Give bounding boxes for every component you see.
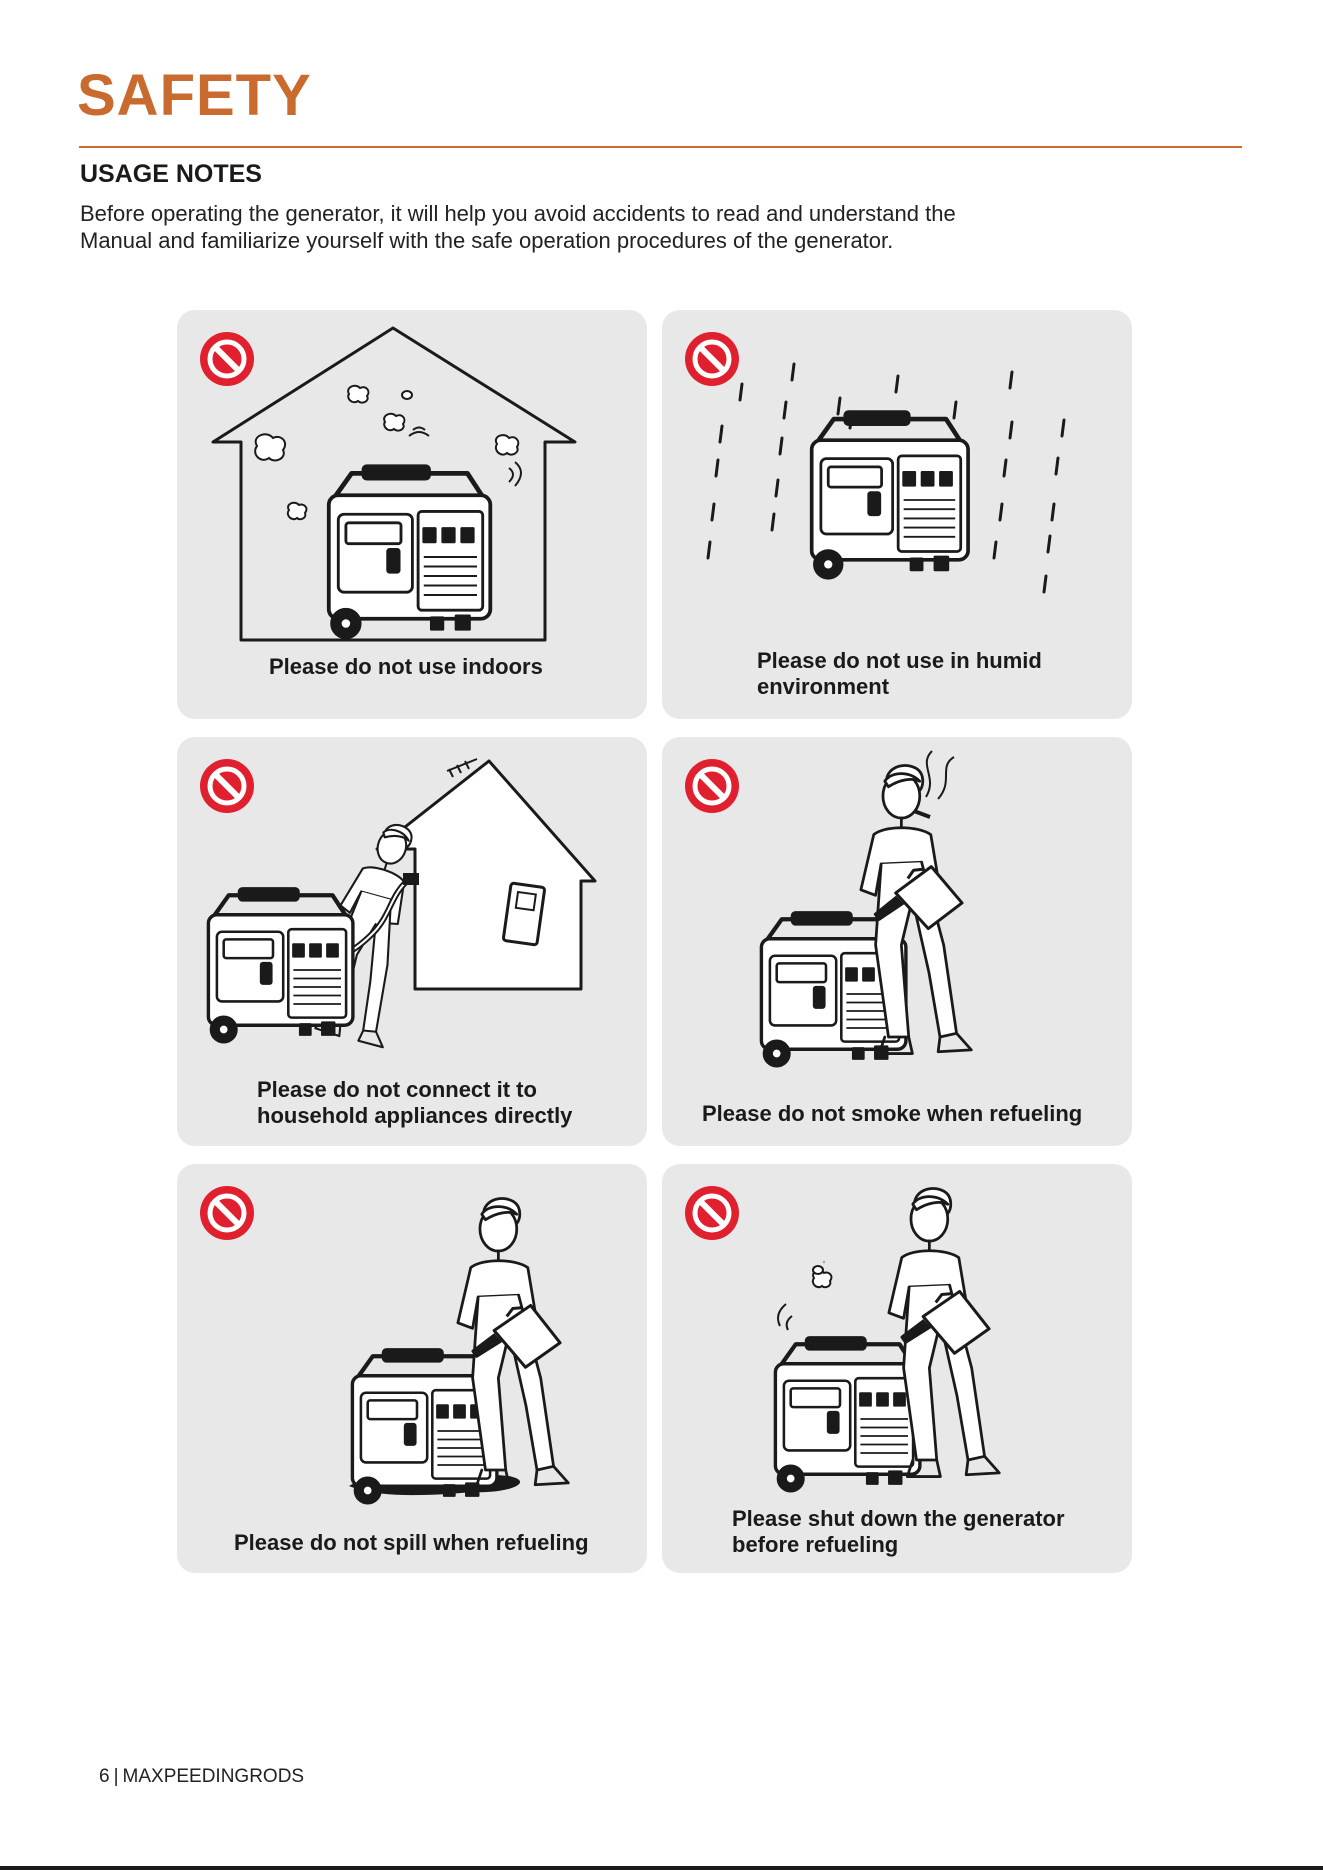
safety-card-household: Please do not connect it to household ap… xyxy=(177,737,647,1146)
page-title: SAFETY xyxy=(77,63,312,128)
footer-brand: MAXPEEDINGRODS xyxy=(122,1766,305,1787)
card-caption: Please do not use in humid environment xyxy=(757,648,1042,700)
card-caption: Please shut down the generator before re… xyxy=(732,1506,1065,1558)
smoking-refuel-illustration xyxy=(662,750,973,1146)
section-heading: USAGE NOTES xyxy=(80,160,262,188)
card-caption: Please do not connect it to household ap… xyxy=(257,1077,572,1129)
footer-separator: | xyxy=(113,1766,119,1787)
caption-line-2: environment xyxy=(757,674,890,699)
spill-refuel-illustration xyxy=(349,1197,570,1573)
page-footer: 6|MAXPEEDINGRODS xyxy=(99,1766,304,1788)
indoor-generator-illustration xyxy=(211,326,577,642)
rain-generator-illustration xyxy=(706,362,1066,594)
caption-line-2: household appliances directly xyxy=(257,1103,573,1128)
caption-line-1: Please do not connect it to xyxy=(257,1077,537,1102)
caption-line-2: before refueling xyxy=(732,1532,899,1557)
bottom-border xyxy=(0,1866,1323,1870)
card-caption: Please do not smoke when refueling xyxy=(702,1101,1082,1127)
title-divider xyxy=(79,146,1242,148)
caption-line-1: Please do not use indoors xyxy=(269,654,543,679)
intro-text: Before operating the generator, it will … xyxy=(80,200,1200,254)
intro-line-2: Manual and familiarize yourself with the… xyxy=(80,228,894,253)
caption-line-1: Please shut down the generator xyxy=(732,1506,1065,1531)
caption-line-1: Please do not use in humid xyxy=(757,648,1042,673)
card-caption: Please do not spill when refueling xyxy=(234,1530,589,1556)
card-caption: Please do not use indoors xyxy=(269,654,543,680)
household-connection-illustration xyxy=(177,758,597,1051)
safety-card-humid: Please do not use in humid environment xyxy=(662,310,1132,719)
safety-card-smoking: Please do not smoke when refueling xyxy=(662,737,1132,1146)
intro-line-1: Before operating the generator, it will … xyxy=(80,201,956,226)
safety-card-spill: Please do not spill when refueling xyxy=(177,1164,647,1573)
page-number: 6 xyxy=(99,1766,110,1787)
caption-line-1: Please do not smoke when refueling xyxy=(702,1101,1083,1126)
safety-card-shutdown: Please shut down the generator before re… xyxy=(662,1164,1132,1573)
shutdown-refuel-illustration xyxy=(662,1187,1001,1573)
caption-line-1: Please do not spill when refueling xyxy=(234,1530,589,1555)
safety-card-indoors: Please do not use indoors xyxy=(177,310,647,719)
